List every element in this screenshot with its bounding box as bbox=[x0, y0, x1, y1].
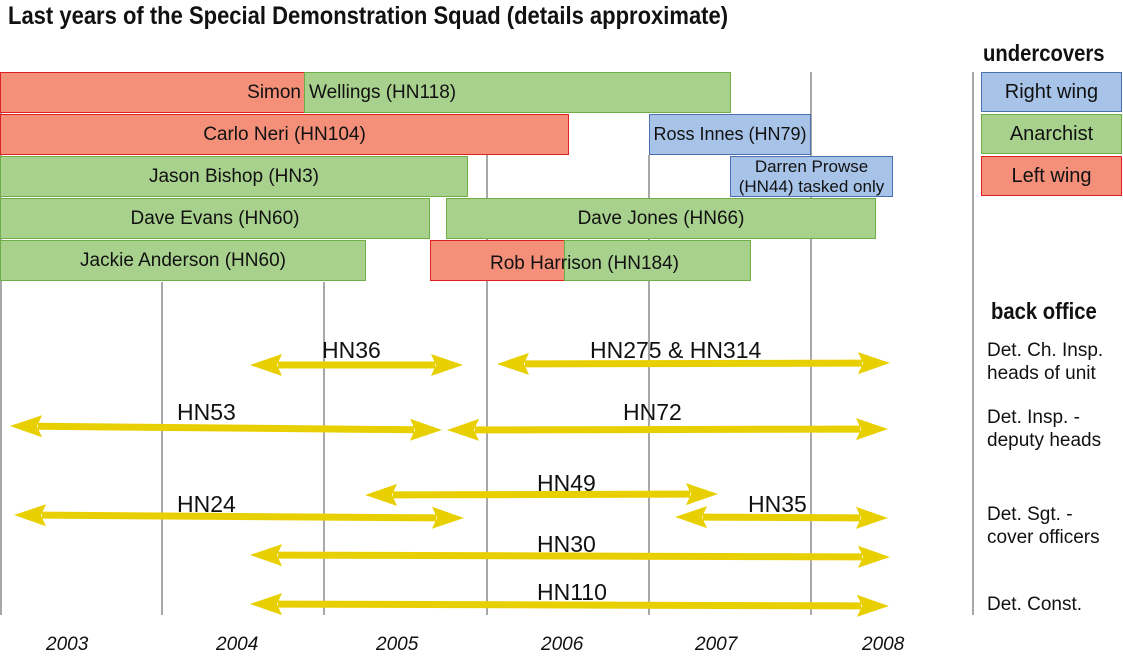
label-hn24: HN24 bbox=[177, 491, 236, 517]
bar-darren-prowse: Darren Prowse (HN44) tasked only bbox=[730, 156, 893, 197]
bar-label-line2: (HN44) tasked only bbox=[738, 176, 885, 196]
bar-simon-wellings-anarchist: Wellings (HN118) bbox=[304, 72, 731, 113]
rank-det-ch-insp: Det. Ch. Insp. heads of unit bbox=[987, 339, 1103, 385]
year-label-2005: 2005 bbox=[376, 634, 419, 655]
year-label-2007: 2007 bbox=[695, 634, 738, 655]
rank-det-const: Det. Const. bbox=[987, 593, 1082, 616]
rank-line2: deputy heads bbox=[987, 430, 1102, 451]
legend-label: Right wing bbox=[1004, 80, 1099, 103]
label-hn36: HN36 bbox=[322, 337, 381, 363]
bar-label: Jason Bishop (HN3) bbox=[148, 165, 320, 187]
bar-label: Ross Innes (HN79) bbox=[653, 124, 807, 144]
arrow-hn35 bbox=[675, 506, 888, 529]
bar-jason-bishop: Jason Bishop (HN3) bbox=[0, 156, 468, 197]
bar-ross-innes: Ross Innes (HN79) bbox=[649, 114, 811, 155]
arrow-hn49 bbox=[365, 483, 718, 506]
rank-line2: cover officers bbox=[987, 527, 1100, 548]
rank-det-sgt: Det. Sgt. - cover officers bbox=[987, 503, 1100, 549]
rank-line1: Det. Insp. - bbox=[987, 407, 1080, 428]
legend-label: Left wing bbox=[1011, 164, 1092, 187]
arrow-hn110 bbox=[250, 593, 889, 617]
bar-label: Dave Evans (HN60) bbox=[130, 207, 300, 229]
bar-label: Carlo Neri (HN104) bbox=[203, 123, 366, 145]
label-hn53: HN53 bbox=[177, 399, 236, 425]
label-hn275-hn314: HN275 & HN314 bbox=[590, 337, 762, 363]
arrow-hn36 bbox=[250, 354, 463, 376]
legend-right-wing: Right wing bbox=[981, 72, 1122, 112]
bar-jackie-anderson: Jackie Anderson (HN60) bbox=[0, 240, 366, 281]
rank-line1: Det. Ch. Insp. bbox=[987, 340, 1104, 361]
bar-dave-evans: Dave Evans (HN60) bbox=[0, 198, 430, 239]
bar-label: Simon bbox=[247, 81, 301, 103]
legend-left-wing: Left wing bbox=[981, 156, 1122, 196]
label-hn30: HN30 bbox=[537, 531, 596, 557]
rank-det-insp: Det. Insp. - deputy heads bbox=[987, 406, 1101, 452]
label-hn49: HN49 bbox=[537, 470, 596, 496]
arrow-hn72 bbox=[447, 418, 888, 441]
rank-line1: Det. Const. bbox=[987, 594, 1083, 615]
year-label-2008: 2008 bbox=[862, 634, 905, 655]
rank-line1: Det. Sgt. - bbox=[987, 504, 1073, 525]
arrow-hn30 bbox=[250, 544, 890, 568]
rank-line2: heads of unit bbox=[987, 363, 1096, 384]
bar-simon-wellings-leftwing: Simon bbox=[0, 72, 306, 113]
label-hn110: HN110 bbox=[537, 579, 607, 605]
arrow-hn275-hn314 bbox=[497, 352, 890, 375]
bar-label: Wellings (HN118) bbox=[309, 81, 457, 103]
bar-label: Jackie Anderson (HN60) bbox=[80, 249, 286, 271]
year-label-2006: 2006 bbox=[541, 634, 584, 655]
legend-anarchist: Anarchist bbox=[981, 114, 1122, 154]
bar-carlo-neri: Carlo Neri (HN104) bbox=[0, 114, 569, 155]
arrow-hn24 bbox=[14, 504, 464, 529]
bar-label-line1: Darren Prowse bbox=[754, 156, 869, 176]
bar-rob-harrison-leftwing bbox=[430, 240, 565, 281]
section-undercovers: undercovers bbox=[983, 40, 1105, 66]
legend-label: Anarchist bbox=[1009, 122, 1094, 145]
arrow-hn53 bbox=[10, 415, 442, 441]
chart-title: Last years of the Special Demonstration … bbox=[8, 2, 729, 30]
bar-label: Dave Jones (HN66) bbox=[577, 207, 745, 229]
label-hn35: HN35 bbox=[748, 491, 807, 517]
label-hn72: HN72 bbox=[623, 399, 682, 425]
year-label-2004: 2004 bbox=[216, 634, 259, 655]
year-label-2003: 2003 bbox=[46, 634, 89, 655]
bar-rob-harrison-anarchist bbox=[564, 240, 751, 281]
bar-rob-harrison-label: Rob Harrison (HN184) bbox=[490, 253, 680, 274]
section-back-office: back office bbox=[991, 298, 1097, 324]
bar-dave-jones: Dave Jones (HN66) bbox=[446, 198, 876, 239]
